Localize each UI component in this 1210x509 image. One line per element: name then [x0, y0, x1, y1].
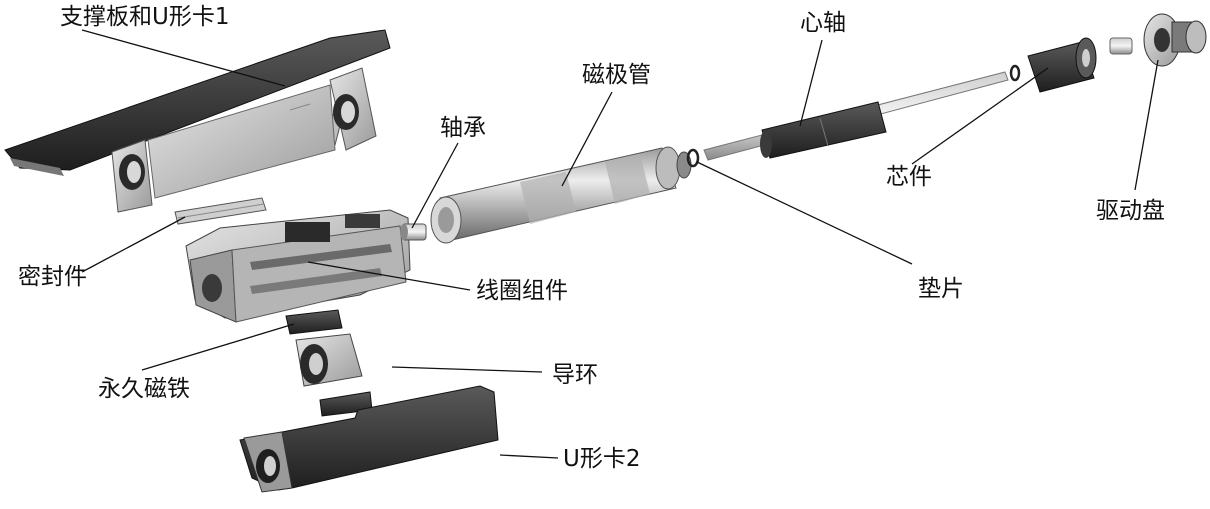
seal-part — [174, 197, 267, 225]
bearing-part — [400, 223, 427, 241]
leader-core-piece — [911, 67, 1049, 165]
support-plate-part — [4, 29, 391, 213]
leader-guide-ring — [391, 366, 543, 373]
coil-assembly-part — [185, 209, 411, 323]
leader-magnet-tube — [561, 91, 613, 187]
label-core-piece: 芯件 — [886, 164, 932, 190]
label-seal: 密封件 — [18, 264, 87, 290]
leader-mandrel — [799, 39, 823, 127]
guide-ring-part — [295, 333, 363, 387]
leader-permanent-magnet — [141, 323, 295, 371]
label-support-plate: 支撑板和U形卡1 — [60, 4, 230, 30]
leader-seal — [81, 216, 186, 273]
label-coil-assembly: 线圈组件 — [476, 278, 568, 304]
label-gasket: 垫片 — [918, 276, 964, 302]
label-u-clip-2: U形卡2 — [563, 446, 641, 472]
label-permanent-magnet: 永久磁铁 — [98, 376, 190, 402]
label-guide-ring: 导环 — [552, 362, 598, 388]
leader-lines — [81, 29, 1159, 459]
label-mandrel: 心轴 — [800, 10, 846, 36]
leader-bearing — [411, 142, 459, 229]
spacer-part — [1109, 37, 1133, 55]
label-magnet-tube: 磁极管 — [582, 62, 651, 88]
label-bearing: 轴承 — [440, 115, 486, 141]
u-clip-2-part — [239, 385, 499, 493]
permanent-magnet-part — [285, 309, 373, 417]
small-ring-part — [1009, 64, 1021, 82]
label-drive-disc: 驱动盘 — [1096, 198, 1165, 224]
core-piece-part — [1027, 37, 1097, 93]
magnet-tube-part — [430, 146, 692, 244]
leader-drive-disc — [1134, 59, 1159, 191]
leader-u-clip-2 — [499, 454, 559, 459]
leader-coil-assembly — [307, 261, 471, 291]
gasket-part — [686, 148, 700, 168]
leader-support-plate — [81, 29, 286, 87]
leader-gasket — [696, 161, 913, 265]
mandrel-part — [703, 71, 1009, 161]
drive-disc-part — [1143, 13, 1207, 67]
